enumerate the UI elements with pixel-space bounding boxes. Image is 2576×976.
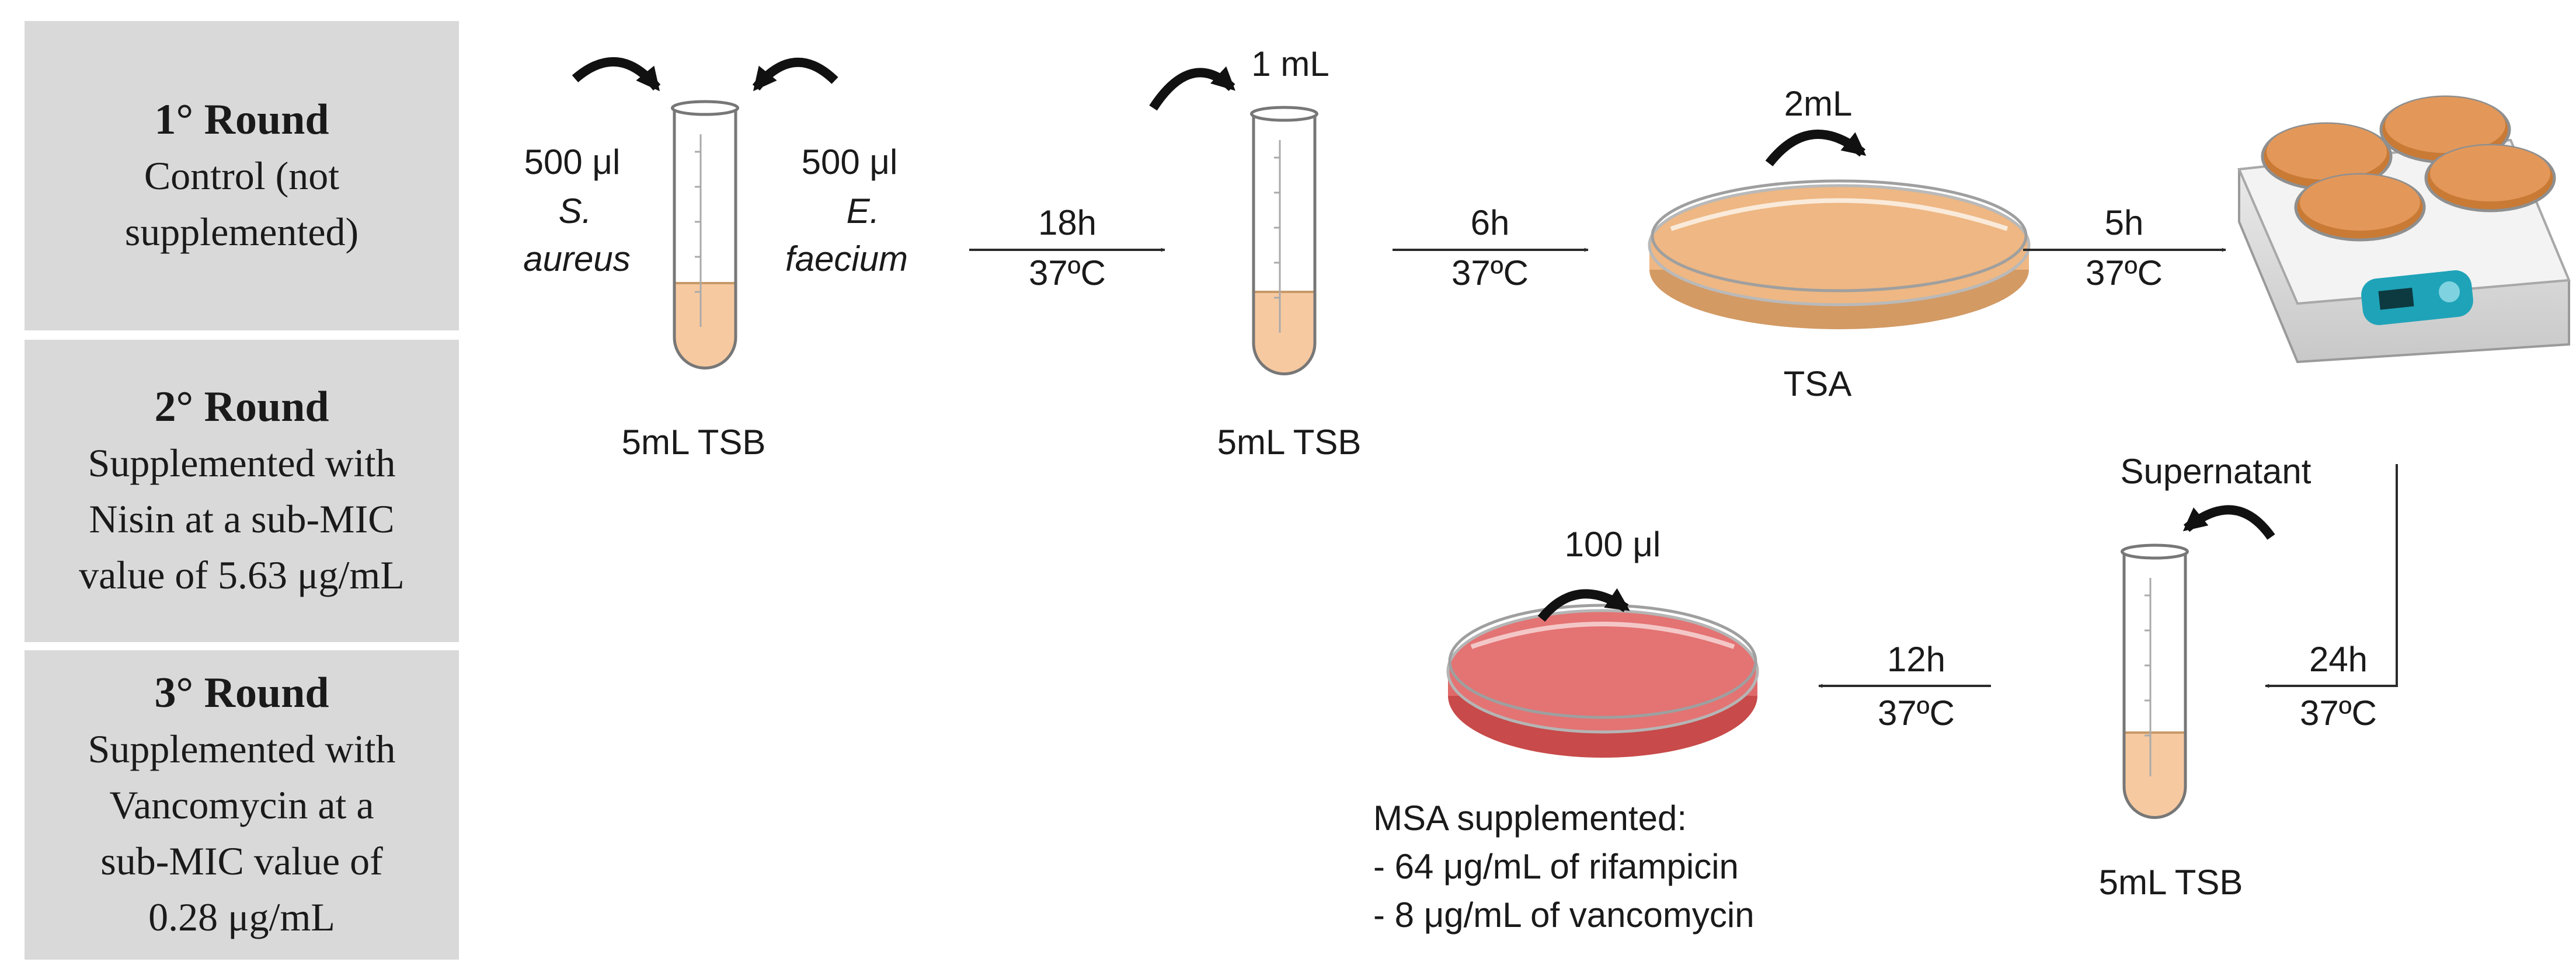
round-2-line: value of 5.63 μg/mL	[79, 553, 405, 597]
plate-1-caption: TSA	[1783, 364, 1852, 403]
round-2-line: Supplemented with	[88, 441, 396, 485]
curved-arrow-icon	[1149, 66, 1235, 111]
round-3-line: sub-MIC value of	[100, 839, 383, 883]
step-3-time: 5h	[2104, 203, 2144, 242]
step-4-temp: 37ºC	[2300, 693, 2377, 733]
tube-3-glass	[2122, 552, 2187, 819]
msa-plate	[1446, 604, 1759, 758]
round-1-box: 1° Round Control (not supplemented)	[25, 21, 459, 330]
supernatant-label: Supernatant	[2120, 452, 2312, 491]
curved-arrow-icon	[1765, 130, 1867, 166]
tube-2-caption: 5mL TSB	[1217, 423, 1362, 462]
plate-1-volume: 2mL	[1784, 84, 1853, 123]
round-1-title: 1° Round	[154, 96, 329, 144]
plate-2-volume: 100 μl	[1564, 525, 1661, 564]
round-3-line: Supplemented with	[88, 727, 396, 771]
tube-1-left-species: S.	[558, 191, 592, 231]
step-1-time: 18h	[1038, 203, 1097, 242]
step-1-temp: 37ºC	[1029, 253, 1106, 292]
round-3-line: Vancomycin at a	[109, 783, 374, 827]
curved-arrow-icon	[1537, 588, 1630, 622]
tube-1-right-species: E.	[846, 191, 880, 231]
plate-2-item: - 64 μg/mL of rifampicin	[1373, 847, 1739, 886]
tube-1-liquid	[674, 283, 736, 368]
plate-2-item: - 8 μg/mL of vancomycin	[1373, 895, 1755, 935]
curved-arrow-icon	[2182, 505, 2275, 540]
round-3-title: 3° Round	[154, 669, 329, 717]
curved-arrow-icon	[572, 57, 661, 92]
step-3-temp: 37ºC	[2086, 253, 2163, 292]
shaker-plates	[2261, 95, 2556, 242]
tube-2-liquid	[1254, 292, 1315, 374]
step-5-temp: 37ºC	[1878, 693, 1955, 733]
round-2-title: 2° Round	[154, 383, 329, 431]
shaker-incubator	[2237, 95, 2571, 364]
round-3-box: 3° Round Supplemented with Vancomycin at…	[25, 650, 459, 960]
tube-2-glass	[1252, 114, 1317, 375]
tube-1-left-species: aureus	[523, 239, 631, 278]
tube-2	[1250, 106, 1318, 375]
tube-2-volume: 1 mL	[1251, 44, 1329, 83]
tube-1-right-volume: 500 μl	[801, 142, 898, 182]
step-2-temp: 37ºC	[1451, 253, 1529, 292]
round-2-line: Nisin at a sub-MIC	[89, 497, 395, 541]
step-2-time: 6h	[1470, 203, 1510, 242]
tube-3	[2121, 543, 2189, 819]
plate-2-caption-title: MSA supplemented:	[1373, 799, 1687, 838]
process-arrow-4	[2265, 464, 2398, 688]
round-1-line: Control (not	[144, 154, 340, 198]
tsa-plate	[1648, 179, 2031, 329]
round-3-line: 0.28 μg/mL	[148, 895, 335, 939]
round-1-line: supplemented)	[124, 210, 359, 254]
tube-1-left-volume: 500 μl	[524, 142, 621, 182]
tube-1-caption: 5mL TSB	[621, 423, 766, 462]
tube-3-liquid	[2124, 733, 2185, 818]
tube-3-caption: 5mL TSB	[2098, 863, 2243, 902]
tube-1-glass	[673, 108, 737, 370]
curved-arrow-icon	[752, 57, 838, 92]
round-2-box: 2° Round Supplemented with Nisin at a su…	[25, 340, 459, 642]
tube-1	[671, 100, 739, 370]
step-4-time: 24h	[2309, 640, 2368, 679]
tube-1-right-species: faecium	[785, 239, 908, 278]
step-5-time: 12h	[1886, 640, 1946, 679]
